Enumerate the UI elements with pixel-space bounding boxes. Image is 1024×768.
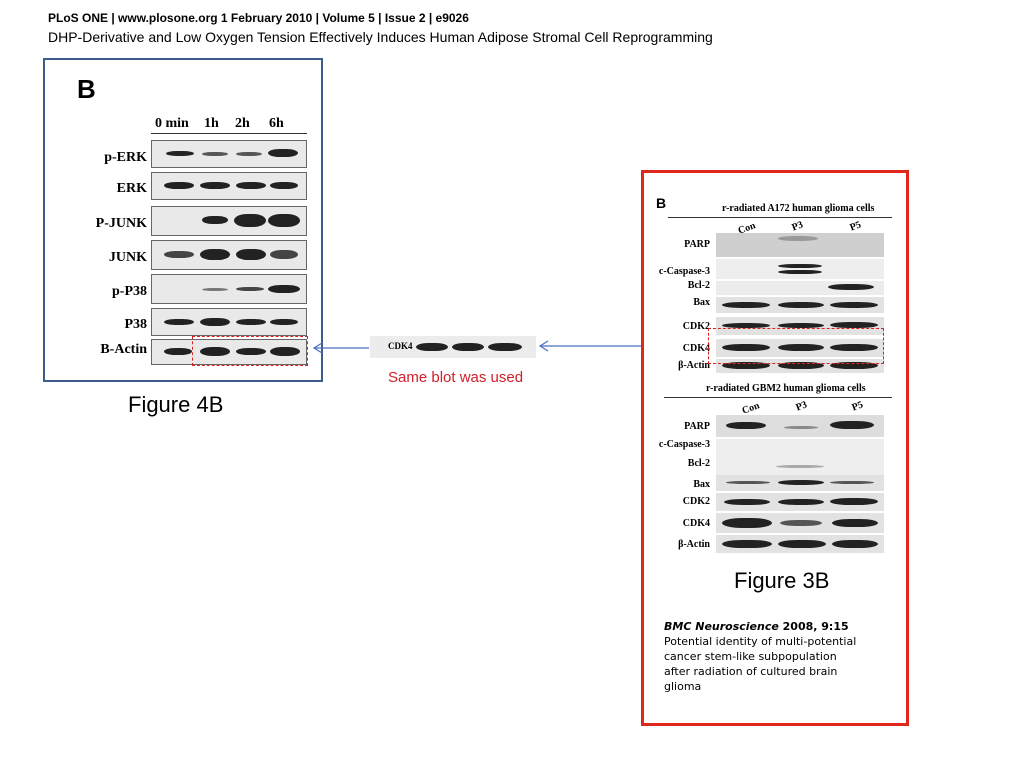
row-label: CDK4 bbox=[682, 518, 710, 529]
row-label: CDK4 bbox=[682, 343, 710, 354]
blot-strip bbox=[716, 415, 884, 437]
row-label: β-Actin bbox=[678, 539, 710, 550]
cdk4-label: CDK4 bbox=[388, 341, 413, 351]
reference-citation: BMC Neuroscience 2008, 9:15 Potential id… bbox=[664, 619, 890, 694]
arrow-head-left bbox=[312, 342, 323, 354]
blot-strip bbox=[151, 339, 307, 365]
section-rule bbox=[664, 397, 892, 398]
section-title: r-radiated A172 human glioma cells bbox=[722, 203, 875, 214]
blot-strip bbox=[716, 233, 884, 257]
column-label: 1h bbox=[204, 116, 219, 131]
reference-line: after radiation of cultured brain bbox=[664, 665, 838, 678]
figure-3b-panel: B r-radiated A172 human glioma cells Con… bbox=[641, 170, 909, 726]
blot-strip bbox=[716, 475, 884, 491]
panel-letter: B bbox=[77, 74, 96, 104]
row-label: ERK bbox=[116, 181, 147, 196]
row-label: β-Actin bbox=[678, 360, 710, 371]
blot-strip bbox=[716, 493, 884, 511]
figure-caption: Figure 4B bbox=[128, 392, 224, 417]
blot-strip bbox=[151, 308, 307, 336]
blot-strip bbox=[716, 535, 884, 553]
row-label: JUNK bbox=[108, 250, 147, 265]
row-label: B-Actin bbox=[100, 342, 147, 357]
row-label: PARP bbox=[684, 239, 710, 250]
blot-strip bbox=[716, 281, 884, 295]
row-label: P-JUNK bbox=[95, 216, 147, 231]
row-label: PARP bbox=[684, 421, 710, 432]
blot-strip bbox=[151, 206, 307, 236]
cdk4-comparison-strip: CDK4 bbox=[370, 336, 536, 358]
row-label: Bax bbox=[693, 297, 710, 308]
journal-citation: PLoS ONE | www.plosone.org 1 February 20… bbox=[48, 11, 469, 25]
arrow-head-right bbox=[538, 340, 549, 352]
same-blot-note: Same blot was used bbox=[388, 369, 524, 386]
section-rule bbox=[668, 217, 892, 218]
row-label: P38 bbox=[124, 317, 147, 332]
blot-strip bbox=[716, 317, 884, 335]
blot-strip bbox=[716, 297, 884, 313]
column-header-rule bbox=[151, 133, 307, 134]
panel-letter: B bbox=[656, 195, 667, 211]
row-label: c-Caspase-3 bbox=[658, 439, 710, 450]
section-title: r-radiated GBM2 human glioma cells bbox=[706, 383, 866, 394]
blot-strip bbox=[716, 459, 884, 475]
row-label: p-P38 bbox=[112, 284, 147, 299]
blot-strip bbox=[151, 274, 307, 304]
column-label: 0 min bbox=[155, 116, 189, 131]
row-label: CDK2 bbox=[682, 321, 710, 332]
column-label: 6h bbox=[269, 116, 284, 131]
reference-line: cancer stem-like subpopulation bbox=[664, 650, 837, 663]
column-label: P3 bbox=[794, 399, 809, 414]
row-label: Bcl-2 bbox=[687, 458, 710, 469]
blot-strip bbox=[151, 140, 307, 168]
blot-strip bbox=[716, 359, 884, 373]
blot-strip bbox=[716, 513, 884, 533]
blot-strip bbox=[716, 259, 884, 279]
row-label: p-ERK bbox=[104, 150, 147, 165]
column-label: P3 bbox=[790, 219, 805, 234]
reference-journal: BMC Neuroscience bbox=[664, 620, 779, 633]
figure-4b-panel: B 0 min 1h 2h 6h p-ERK ERK P-JUNK JUNK p… bbox=[43, 58, 323, 382]
row-label: c-Caspase-3 bbox=[658, 266, 710, 277]
column-label: 2h bbox=[235, 116, 250, 131]
reference-header: BMC Neuroscience 2008, 9:15 bbox=[664, 619, 890, 634]
blot-strip bbox=[716, 339, 884, 357]
reference-line: Potential identity of multi-potential bbox=[664, 635, 857, 648]
reference-year-volume: 2008, 9:15 bbox=[778, 620, 849, 633]
column-label: P5 bbox=[848, 219, 863, 234]
figure-caption: Figure 3B bbox=[734, 568, 830, 593]
blot-strip bbox=[151, 240, 307, 270]
reference-line: glioma bbox=[664, 680, 702, 693]
blot-strip bbox=[716, 439, 884, 459]
blot-strip bbox=[151, 172, 307, 200]
article-title: DHP-Derivative and Low Oxygen Tension Ef… bbox=[48, 29, 713, 45]
row-label: CDK2 bbox=[682, 496, 710, 507]
row-label: Bcl-2 bbox=[687, 280, 710, 291]
highlight-box bbox=[708, 328, 884, 364]
column-label: P5 bbox=[850, 399, 865, 414]
highlight-box bbox=[192, 336, 308, 366]
row-label: Bax bbox=[693, 479, 710, 490]
